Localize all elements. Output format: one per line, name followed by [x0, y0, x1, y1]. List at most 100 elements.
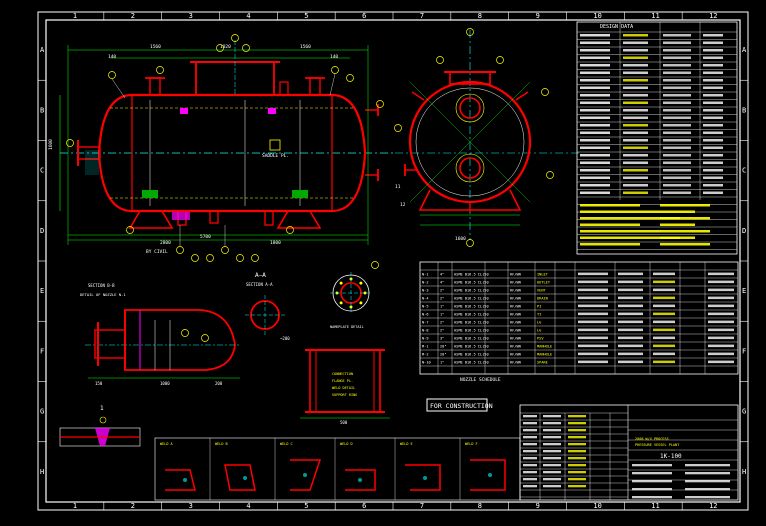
nozzle-service: VENT — [537, 289, 546, 293]
column-label: 8 — [478, 12, 482, 20]
nozzle-service: OUTLET — [537, 281, 551, 285]
nozzle-detail-caption: DETAIL OF NOZZLE N-1 — [80, 292, 126, 297]
svg-text:140: 140 — [108, 54, 116, 60]
column-label: 6 — [362, 502, 366, 510]
column-label: 7 — [420, 502, 424, 510]
design-data-table: DESIGN DATA — [576, 21, 738, 255]
nozzle-service: LG — [537, 321, 541, 325]
svg-text:2008 W/V PROCESS: 2008 W/V PROCESS — [635, 437, 669, 441]
nozzle-standard: ASME B16.5 CL150 — [454, 289, 489, 293]
nozzle-standard: ASME B16.5 CL150 — [454, 337, 489, 341]
svg-text:WELD A: WELD A — [160, 442, 174, 446]
svg-text:2800: 2800 — [160, 240, 171, 246]
svg-text:NAMEPLATE DETAIL: NAMEPLATE DETAIL — [330, 325, 364, 329]
nozzle-service: SPARE — [537, 361, 548, 365]
nozzle-size: 2" — [440, 329, 444, 333]
row-label: H — [40, 468, 44, 476]
column-label: 4 — [246, 502, 250, 510]
nozzle-facing: RF/WN — [510, 353, 521, 357]
nozzle-standard: ASME B16.5 CL150 — [454, 305, 489, 309]
column-label: 10 — [593, 502, 601, 510]
nozzle-service: PI — [537, 305, 541, 309]
nozzle-service: INLET — [537, 273, 549, 277]
saddle-left — [128, 210, 174, 229]
nozzle-size: 4" — [440, 273, 444, 277]
flange-detail: NAMEPLATE DETAIL — [330, 261, 379, 329]
row-label: B — [742, 106, 746, 114]
column-label: 3 — [189, 12, 193, 20]
nozzle-mark: N-2 — [422, 281, 429, 285]
svg-text:140: 140 — [330, 54, 338, 60]
svg-text:~200: ~200 — [280, 336, 290, 341]
nozzle-mark: N-4 — [422, 297, 429, 301]
svg-text:WELD B: WELD B — [215, 442, 228, 446]
nozzle-standard: ASME B16.5 CL150 — [454, 313, 489, 317]
column-label: 12 — [709, 12, 717, 20]
nozzle-mark: N-6 — [422, 313, 429, 317]
nozzle-standard: ASME B16.5 CL150 — [454, 345, 489, 349]
detail-title: SECTION B-B — [88, 283, 115, 288]
nozzle-facing: RF/WN — [510, 329, 521, 333]
svg-text:1: 1 — [100, 405, 104, 412]
nozzle-mark: N-1 — [422, 273, 429, 277]
construction-stamp: FOR CONSTRUCTION — [426, 398, 493, 412]
nozzle-size: 1" — [440, 361, 444, 365]
svg-text:200: 200 — [215, 381, 223, 386]
svg-text:PRESSURE VESSEL PLANT: PRESSURE VESSEL PLANT — [635, 443, 680, 447]
nozzle-service: MANHOLE — [537, 345, 552, 349]
nozzle-size: 1" — [440, 305, 444, 309]
nozzle-size: 2" — [440, 289, 444, 293]
saddle-right — [276, 210, 322, 229]
svg-text:WELD D: WELD D — [340, 442, 353, 446]
nozzle-facing: RF/WN — [510, 289, 521, 293]
column-label: 9 — [536, 12, 540, 20]
nozzle-facing: RF/WN — [510, 305, 521, 309]
column-label: 5 — [304, 12, 308, 20]
nozzle-mark: M-2 — [422, 353, 429, 357]
weld-detail-left: 1 — [59, 405, 141, 447]
svg-text:1600: 1600 — [455, 236, 466, 242]
nozzle-standard: ASME B16.5 CL150 — [454, 329, 489, 333]
column-label: 7 — [420, 12, 424, 20]
nozzle-standard: ASME B16.5 CL150 — [454, 361, 489, 365]
nozzle-schedule-title: NOZZLE SCHEDULE — [460, 377, 501, 383]
design-data-title: DESIGN DATA — [600, 24, 633, 30]
nozzle-size: 20" — [440, 353, 447, 357]
nozzle-facing: RF/WN — [510, 297, 521, 301]
nozzle-mark: M-1 — [422, 345, 429, 349]
nozzle-service: TI — [537, 313, 541, 317]
svg-text:WELD C: WELD C — [280, 442, 293, 446]
column-label: 11 — [651, 12, 659, 20]
column-label: 8 — [478, 502, 482, 510]
svg-text:1020: 1020 — [220, 44, 231, 50]
section-aa-title: A—A — [255, 272, 266, 279]
column-label: 2 — [131, 12, 135, 20]
saddle-note: SADDLE PL. — [262, 153, 289, 159]
svg-text:1800: 1800 — [270, 240, 281, 246]
column-label: 3 — [189, 502, 193, 510]
stamp-text: FOR CONSTRUCTION — [430, 402, 493, 410]
svg-text:5700: 5700 — [200, 234, 211, 240]
row-label: G — [40, 408, 44, 416]
nozzle-size: 3" — [440, 337, 444, 341]
svg-text:WELD E: WELD E — [400, 442, 413, 446]
nozzle-size: 1" — [440, 313, 444, 317]
nozzle-standard: ASME B16.5 CL150 — [454, 297, 489, 301]
nozzle-size: 20" — [440, 345, 447, 349]
nozzle-mark: N-7 — [422, 321, 429, 325]
svg-text:1560: 1560 — [150, 44, 161, 50]
nozzle-standard: ASME B16.5 CL150 — [454, 353, 489, 357]
